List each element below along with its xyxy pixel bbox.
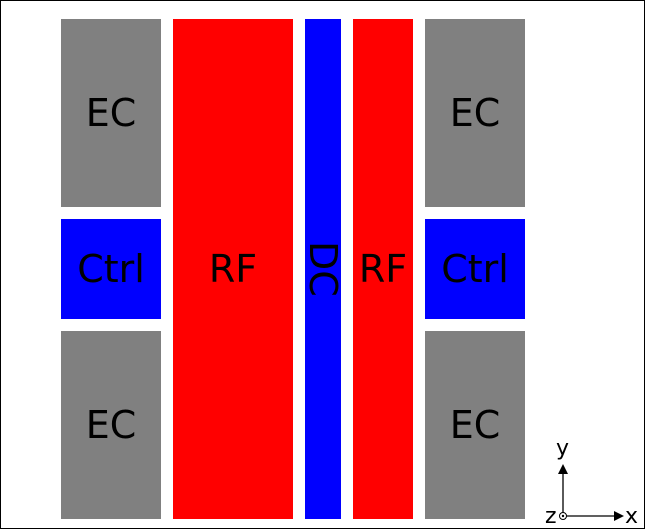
ec-electrode-top-left: EC (61, 19, 161, 207)
ec-label: EC (85, 403, 137, 447)
z-axis-label: z (545, 504, 557, 529)
ctrl-electrode-right: Ctrl (425, 219, 525, 319)
rf-electrode-left: RF (173, 19, 293, 519)
x-axis-label: x (625, 504, 639, 529)
dc-label: DC (301, 241, 345, 297)
z-axis-marker (559, 512, 567, 520)
ec-electrode-top-right: EC (425, 19, 525, 207)
y-axis-label: y (556, 436, 570, 461)
ec-label: EC (449, 91, 501, 135)
ec-label: EC (449, 403, 501, 447)
ctrl-label: Ctrl (77, 247, 145, 291)
ec-electrode-bottom-left: EC (61, 331, 161, 519)
ctrl-electrode-left: Ctrl (61, 219, 161, 319)
ec-label: EC (85, 91, 137, 135)
ec-electrode-bottom-right: EC (425, 331, 525, 519)
rf-label: RF (358, 247, 408, 291)
rf-label: RF (208, 247, 258, 291)
dc-electrode-center: DC (301, 19, 345, 519)
rf-electrode-right: RF (353, 19, 413, 519)
ctrl-label: Ctrl (441, 247, 509, 291)
